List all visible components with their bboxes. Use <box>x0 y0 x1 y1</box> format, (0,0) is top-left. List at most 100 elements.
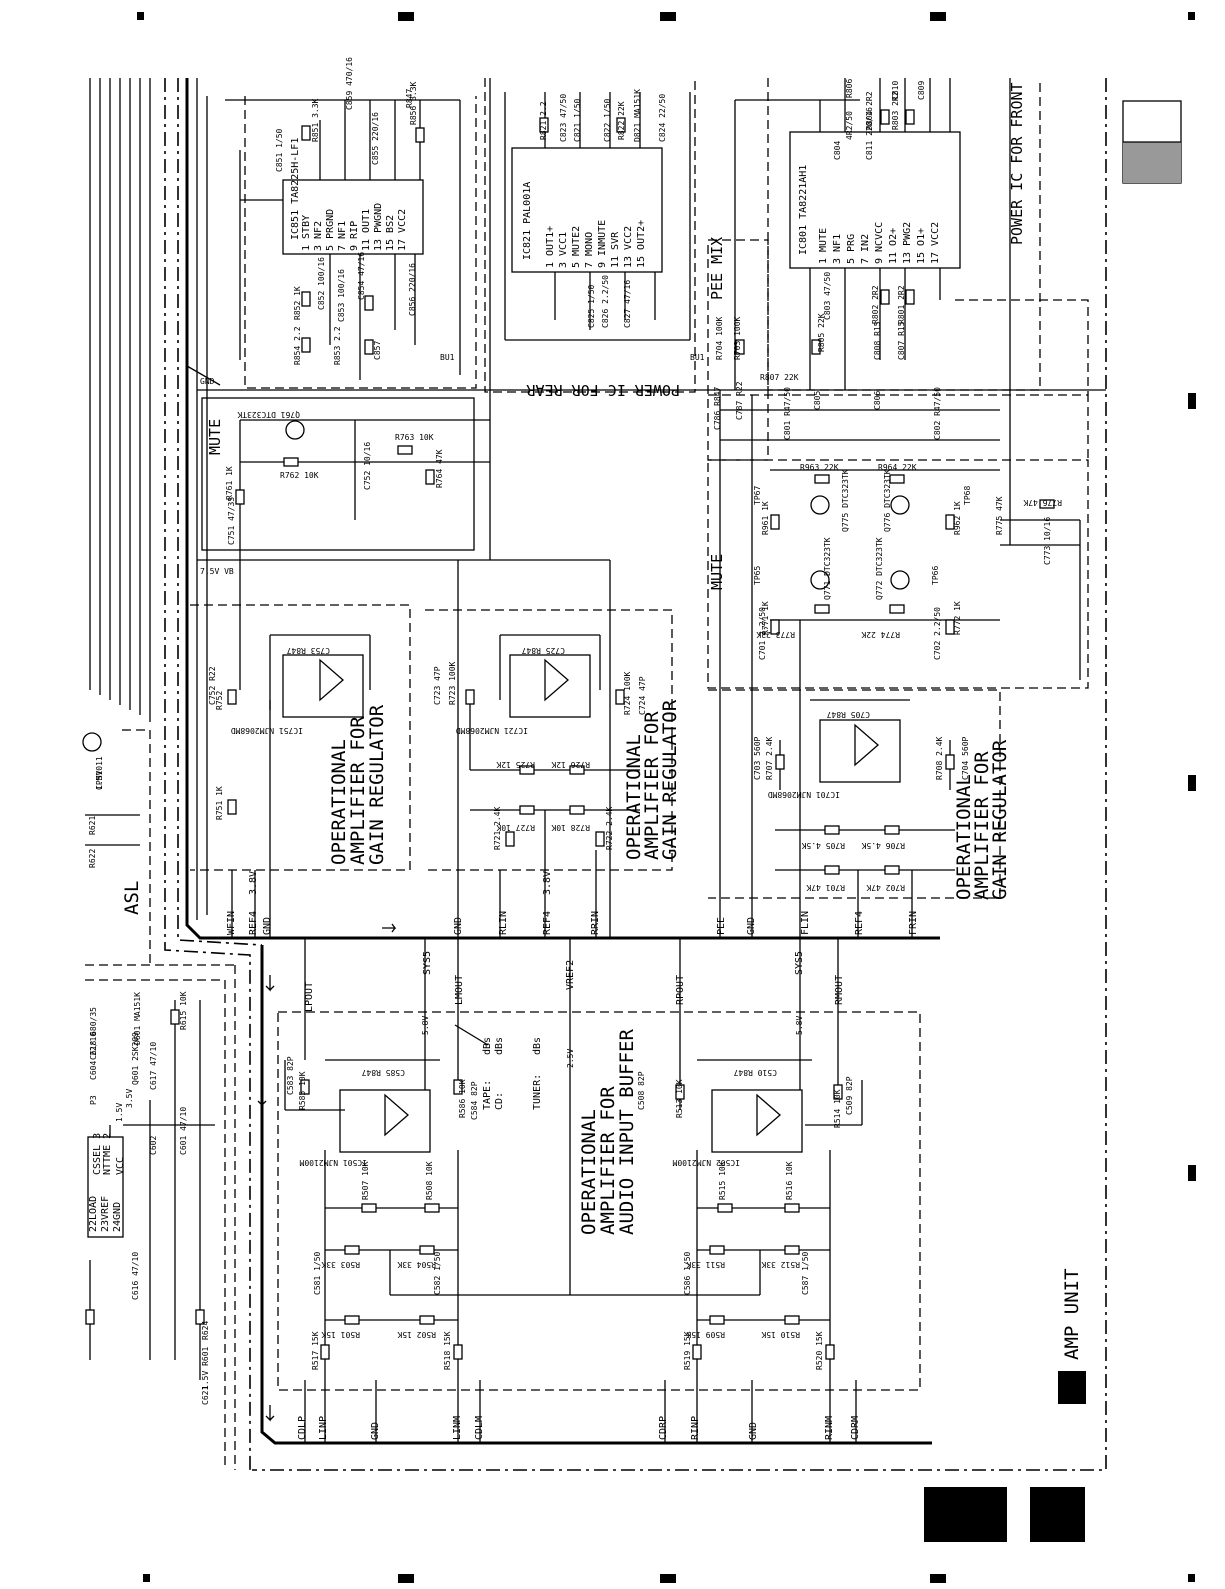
svg-text:OPERATIONAL: OPERATIONAL <box>328 739 350 865</box>
svg-text:R802 2R2: R802 2R2 <box>871 285 880 324</box>
input-level-note: TAPE: CD: TUNER: dBs dBs dBs <box>454 1024 543 1110</box>
svg-text:R517 15K: R517 15K <box>311 1331 320 1370</box>
svg-text:MUTE: MUTE <box>708 554 726 590</box>
svg-text:R507 10K: R507 10K <box>361 1161 370 1200</box>
svg-text:ASL: ASL <box>121 881 143 915</box>
svg-text:R724 100K: R724 100K <box>623 671 632 715</box>
svg-text:R806: R806 <box>845 79 854 98</box>
svg-text:C854 47/16: C854 47/16 <box>357 252 366 300</box>
svg-text:R761 1K: R761 1K <box>225 466 234 500</box>
svg-text:R774 22K: R774 22K <box>861 630 900 639</box>
svg-text:4R2/50: 4R2/50 <box>845 111 854 140</box>
svg-text:R803 2R2: R803 2R2 <box>891 91 900 130</box>
svg-text:R773 22K: R773 22K <box>756 630 795 639</box>
svg-text:C804: C804 <box>833 141 842 160</box>
svg-text:R853 2.2: R853 2.2 <box>333 326 342 365</box>
svg-text:R807 22K: R807 22K <box>760 373 799 382</box>
svg-text:CDLP: CDLP <box>297 1416 308 1440</box>
svg-text:17 VCC2: 17 VCC2 <box>397 209 408 251</box>
svg-text:C601 47/10: C601 47/10 <box>179 1107 188 1155</box>
svg-text:R707 2.4K: R707 2.4K <box>765 736 774 780</box>
svg-text:15 BS2: 15 BS2 <box>385 215 396 251</box>
svg-text:C805: C805 <box>813 391 822 410</box>
svg-text:C787 R22: C787 R22 <box>735 381 744 420</box>
svg-text:RMOUT: RMOUT <box>834 975 845 1005</box>
svg-text:R704 100K: R704 100K <box>715 316 724 360</box>
svg-text:5.8V: 5.8V <box>421 1016 430 1035</box>
svg-text:R615 10K: R615 10K <box>179 991 188 1030</box>
svg-text:C703 560P: C703 560P <box>753 736 762 780</box>
mute-left-block: MUTE Q761 DTC323TK R762 10K R763 10K R76… <box>200 78 491 690</box>
svg-text:3.8V: 3.8V <box>542 871 553 895</box>
page-number-block-2 <box>1030 1487 1085 1542</box>
amp-unit-title: AMP UNIT <box>1058 1268 1086 1404</box>
svg-text:IC501 NJM2100M: IC501 NJM2100M <box>299 1158 367 1167</box>
svg-text:R763 10K: R763 10K <box>395 433 434 442</box>
svg-text:Q761 DTC323TK: Q761 DTC323TK <box>237 410 300 419</box>
svg-text:RINM: RINM <box>824 1416 835 1440</box>
svg-text:R622: R622 <box>88 849 97 868</box>
svg-text:C827 47/16: C827 47/16 <box>623 280 632 328</box>
svg-text:GAIN REGULATOR: GAIN REGULATOR <box>989 739 1011 900</box>
svg-text:13 PWGND: 13 PWGND <box>373 203 384 251</box>
upper-bus-drops <box>231 390 913 938</box>
svg-text:IC502 NJM2100M: IC502 NJM2100M <box>672 1158 740 1167</box>
svg-text:15 O1+: 15 O1+ <box>916 228 927 264</box>
svg-text:C582 1/50: C582 1/50 <box>433 1251 442 1295</box>
svg-text:TAPE:: TAPE: <box>482 1080 493 1110</box>
svg-text:R776 47K: R776 47K <box>1023 498 1062 507</box>
svg-text:C581 1/50: C581 1/50 <box>313 1251 322 1295</box>
svg-text:Q772 DTC323TK: Q772 DTC323TK <box>875 537 884 600</box>
svg-text:3 VCC1: 3 VCC1 <box>558 232 569 268</box>
svg-text:AMPLIFIER FOR: AMPLIFIER FOR <box>347 716 369 865</box>
svg-text:C584 82P: C584 82P <box>470 1081 479 1120</box>
svg-text:R822 22K: R822 22K <box>617 101 626 140</box>
svg-text:C773 10/16: C773 10/16 <box>1043 517 1052 565</box>
svg-text:IC801 TA8221AH1: IC801 TA8221AH1 <box>798 165 809 255</box>
svg-text:C808 R15: C808 R15 <box>873 321 882 360</box>
svg-text:R801 2R2: R801 2R2 <box>897 285 906 324</box>
svg-text:R856 3.3K: R856 3.3K <box>409 81 418 125</box>
svg-text:GAIN REGULATOR: GAIN REGULATOR <box>659 699 681 860</box>
svg-text:C810: C810 <box>891 81 900 100</box>
svg-text:VCC: VCC <box>115 1157 126 1175</box>
page-number-block-1 <box>924 1487 1007 1542</box>
svg-text:R511 33K: R511 33K <box>686 1260 725 1269</box>
svg-text:R775 47K: R775 47K <box>995 496 1004 535</box>
svg-text:5 MUTE2: 5 MUTE2 <box>571 226 582 268</box>
svg-text:Q771 DTC323TK: Q771 DTC323TK <box>823 537 832 600</box>
svg-text:PEE MIX: PEE MIX <box>708 237 726 300</box>
ic801-pin-labels: 1 MUTE 3 NF1 5 PRG 7 IN2 9 NCVCC 11 O2+ … <box>818 222 941 264</box>
svg-text:R708 2.4K: R708 2.4K <box>935 736 944 780</box>
svg-text:TUNER:: TUNER: <box>532 1074 543 1110</box>
svg-text:AMPLIFIER FOR: AMPLIFIER FOR <box>597 1086 619 1235</box>
svg-text:R771 1K: R771 1K <box>761 601 770 635</box>
svg-text:C811 220/16: C811 220/16 <box>865 107 874 160</box>
svg-text:CD:: CD: <box>494 1092 505 1110</box>
svg-text:GND: GND <box>748 1422 759 1440</box>
svg-text:C853 100/16: C853 100/16 <box>337 269 346 322</box>
svg-text:7.5V VB: 7.5V VB <box>200 567 234 576</box>
ic851-region: IC851 TA8225H-LF1 R851 3.3K C851 1/50 C8… <box>200 57 477 389</box>
svg-text:2.5V: 2.5V <box>566 1049 575 1068</box>
svg-text:CSSEL 3: CSSEL 3 <box>92 1133 103 1175</box>
svg-text:1 MUTE: 1 MUTE <box>818 228 829 264</box>
svg-text:5 PRG: 5 PRG <box>846 234 857 264</box>
svg-text:R962 1K: R962 1K <box>953 501 962 535</box>
svg-text:TP68: TP68 <box>963 486 972 505</box>
svg-text:FRIN: FRIN <box>908 911 919 935</box>
svg-text:C724 47P: C724 47P <box>638 676 647 715</box>
svg-text:C807 R15: C807 R15 <box>897 321 906 360</box>
svg-text:C859 470/16: C859 470/16 <box>345 57 354 110</box>
svg-text:R519 15K: R519 15K <box>683 1331 692 1370</box>
svg-text:R821 2.2: R821 2.2 <box>539 101 548 140</box>
svg-text:RPOUT: RPOUT <box>675 975 686 1005</box>
ic801-region: IC801 TA8221AH1 R806 C804 4R2/50 R804 2R… <box>715 78 1041 391</box>
svg-text:C824 22/50: C824 22/50 <box>658 94 667 142</box>
svg-text:TP65: TP65 <box>753 566 762 585</box>
svg-text:C704 560P: C704 560P <box>961 736 970 780</box>
svg-text:R764 47K: R764 47K <box>435 449 444 488</box>
svg-text:R752: R752 <box>215 691 224 710</box>
svg-text:11 OUT1: 11 OUT1 <box>361 209 372 251</box>
